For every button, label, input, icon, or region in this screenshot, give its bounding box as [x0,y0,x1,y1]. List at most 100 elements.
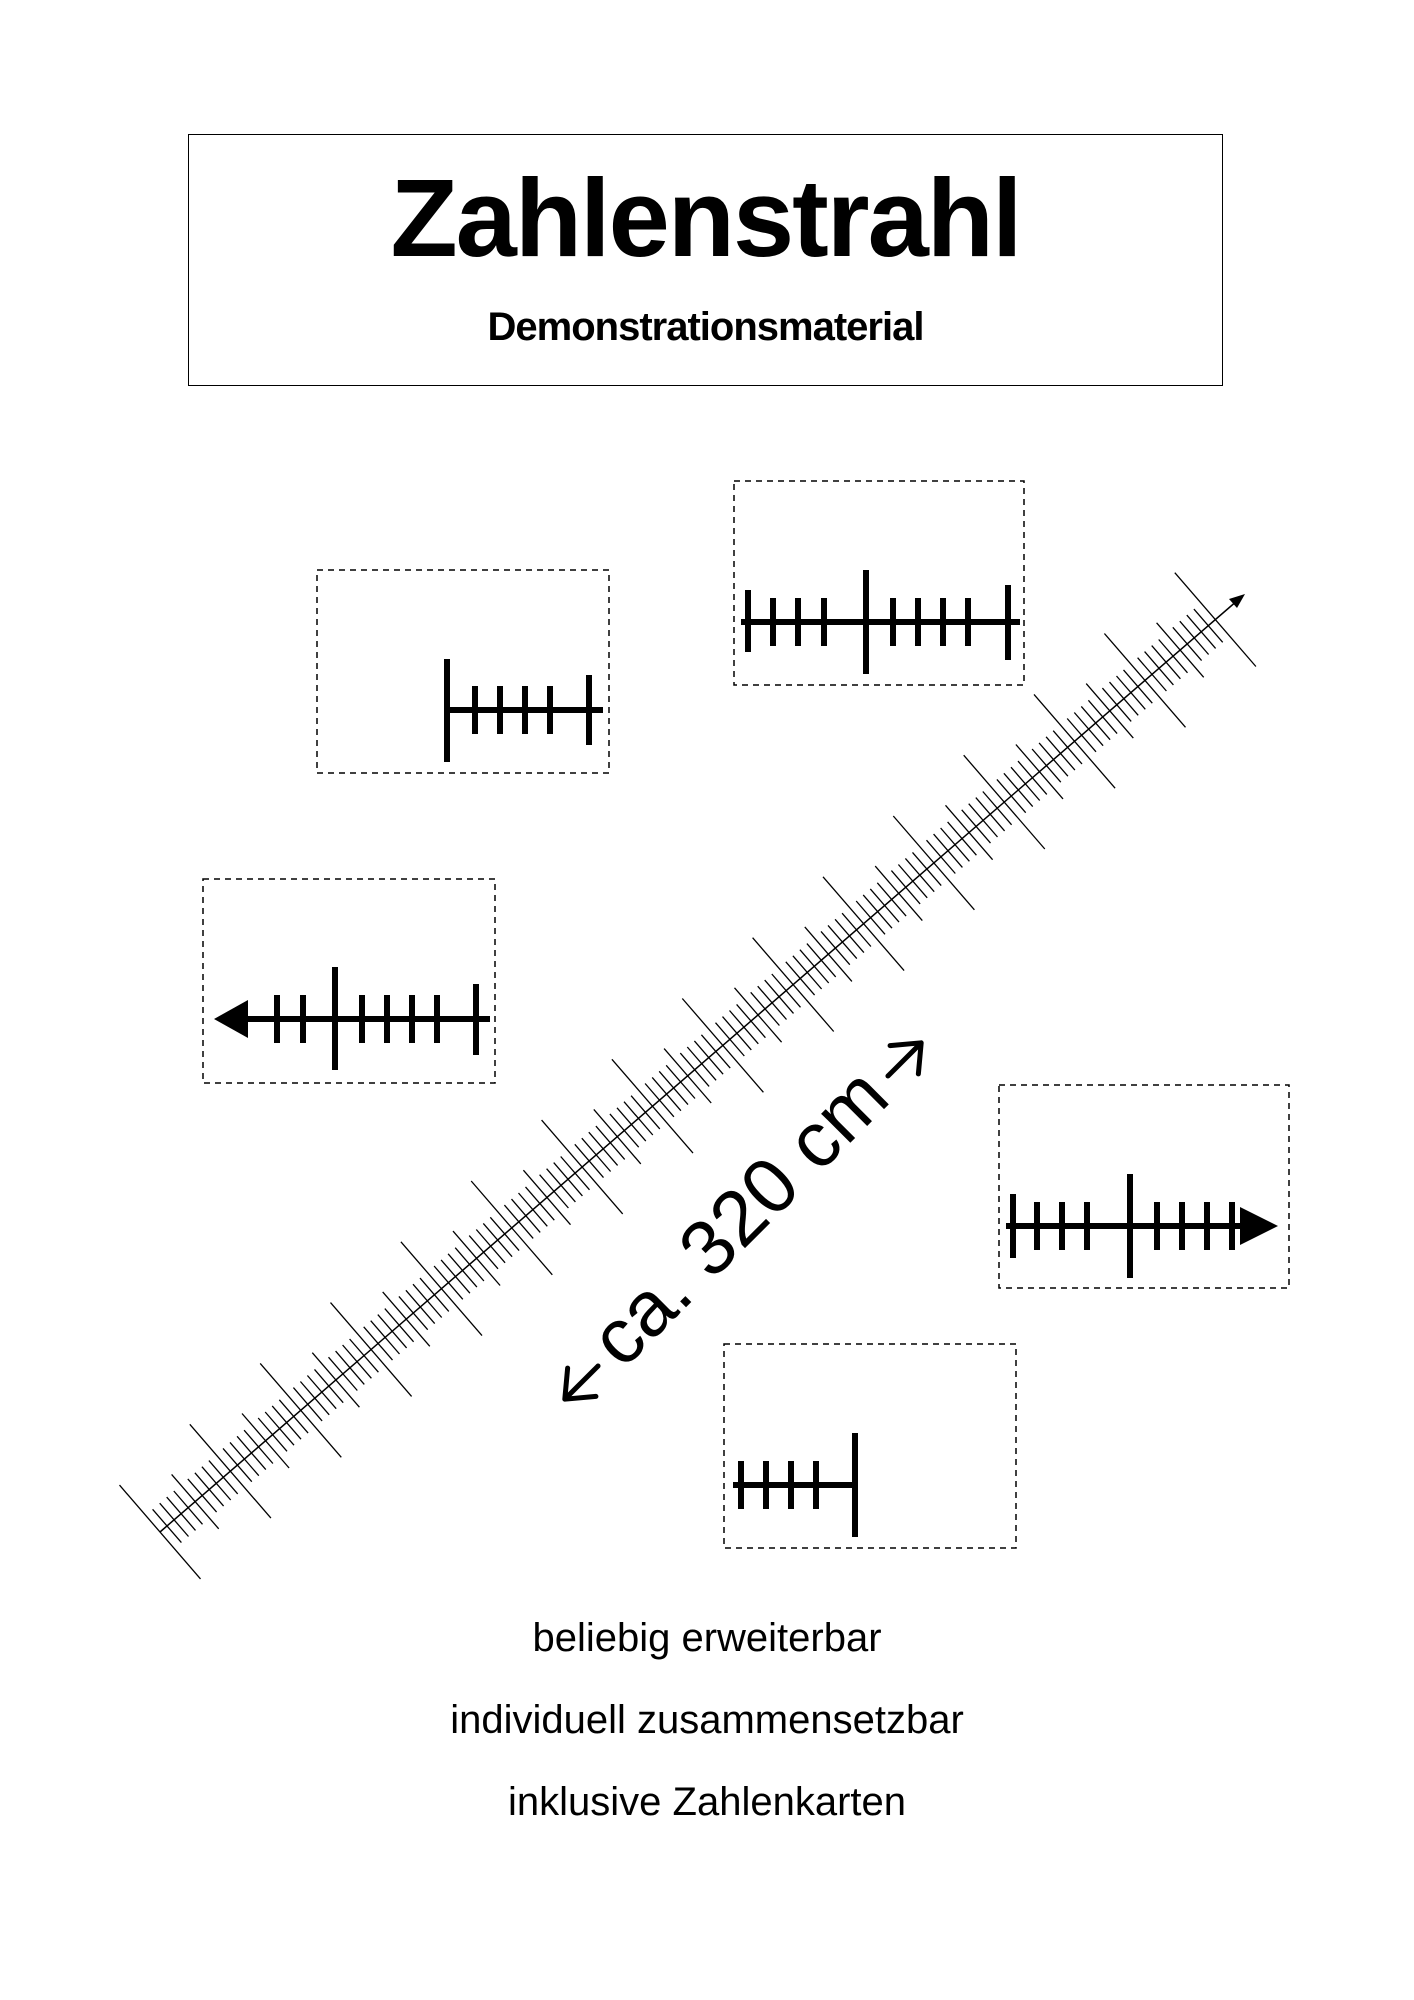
diagonal-tick [328,1356,358,1391]
diagonal-tick [292,1387,323,1422]
diagonal-tick [904,857,935,893]
diagonal-tick [663,1048,712,1104]
diagonal-tick [166,1496,196,1531]
diagonal-tick [940,827,970,862]
diagonal-tick [1031,748,1062,783]
diagonal-tick [1179,620,1210,655]
diagonal-tick [370,1320,400,1355]
diagonal-tick [799,949,830,984]
diagonal-tick [968,803,998,838]
diagonal-tick [1066,718,1097,753]
diagonal-tick [1103,633,1186,728]
diagonal-tick [405,1289,436,1325]
diagonal-tick [259,1362,342,1458]
diagonal-tick [489,1216,520,1252]
card-start-segment [316,569,610,774]
diagonal-tick [229,1441,260,1477]
diagonal-tick [454,1247,485,1282]
diagonal-tick [595,1125,626,1160]
diagonal-tick [616,1107,647,1142]
ruler-segment-middle-icon [741,570,1020,674]
diagonal-tick [330,1302,413,1397]
ruler-segment-end-icon [733,1433,858,1537]
diagonal-tick [1123,669,1153,704]
length-annotation: ca. 320 cm [562,1040,924,1402]
card-end-segment [723,1343,1017,1549]
diagonal-tick [630,1095,661,1130]
diagonal-tick [525,1186,555,1221]
diagonal-tick [982,791,1013,826]
diagonal-tick [869,888,900,923]
diagonal-tick [947,821,977,856]
diagonal-tick [693,1040,724,1075]
diagonal-tick [363,1326,393,1361]
diagonal-tick [734,987,783,1043]
diagonal-tick [933,833,963,868]
diagonal-tick [546,1168,576,1203]
diagonal-tick [447,1253,478,1288]
diagonal-tick [623,1101,654,1136]
diagonal-tick [382,1291,431,1347]
diagonal-tick [593,1108,642,1165]
diagonal-tick [963,754,1046,850]
diagonal-tick [1137,657,1167,692]
diagonal-tick [518,1192,548,1227]
diagonal-tick [236,1435,267,1471]
feature-combinable: individuell zusammensetzbar [450,1698,964,1742]
diagonal-tick [1045,736,1076,771]
diagonal-tick [541,1119,624,1215]
diagonal-tick [398,1295,429,1331]
diagonal-tick [1144,651,1174,686]
ruler-segment-right-arrow-icon [1006,1174,1245,1278]
diagonal-tick [752,937,835,1032]
diagonal-tick [1172,626,1203,662]
feature-extendable: beliebig erweiterbar [532,1616,882,1660]
left-arrowhead-icon [214,1000,248,1038]
diagonal-tick [377,1314,408,1349]
diagonal-tick [1015,744,1064,800]
diagonal-tick [311,1352,360,1408]
diagonal-arrowhead-icon [1229,594,1245,608]
diagonal-tick [241,1413,290,1469]
diagonal-tick [257,1417,288,1452]
diagonal-tick [222,1447,253,1483]
diagonal-tick [609,1113,640,1148]
length-label: ca. 320 cm [572,1050,904,1382]
diagonal-tick [996,778,1027,814]
diagonal-tick [945,804,994,861]
diagonal-tick [876,882,907,917]
diagonal-tick [1193,608,1224,643]
diagonal-tick [201,1466,232,1501]
page-title: Zahlenstrahl [390,157,1022,280]
diagonal-tick [1017,760,1048,795]
diagonal-tick [912,851,942,887]
diagonal-tick [271,1405,302,1440]
diagonal-tick [897,864,928,899]
diagonal-tick [187,1478,218,1513]
diagonal-tick [820,930,851,966]
diagonal-tick [152,1508,182,1544]
diagonal-tick [834,918,865,954]
diagonal-tick [349,1338,379,1373]
diagonal-tick [700,1034,731,1069]
diagonal-tick [208,1460,239,1495]
diagonal-tick [862,894,893,929]
diagonal-tick [792,955,823,990]
diagonal-tick [961,809,991,844]
diagonal-tick [314,1368,344,1404]
diagonal-tick [1033,693,1116,789]
diagonal-tick [119,1484,201,1580]
diagonal-tick [419,1277,450,1312]
diagonal-tick [173,1490,203,1525]
page-subtitle: Demonstrationsmaterial [487,305,925,349]
diagonal-tick [553,1162,583,1197]
diagonal-tick [1038,742,1069,777]
diagonal-tick [890,870,921,905]
card-right-arrow-segment [998,1084,1290,1289]
diagonal-tick [1158,639,1188,674]
diagonal-number-line [119,572,1257,1580]
feature-number-cards: inklusive Zahlenkarten [508,1780,906,1824]
right-arrowhead-icon [1240,1207,1278,1245]
diagonal-tick [412,1283,443,1318]
